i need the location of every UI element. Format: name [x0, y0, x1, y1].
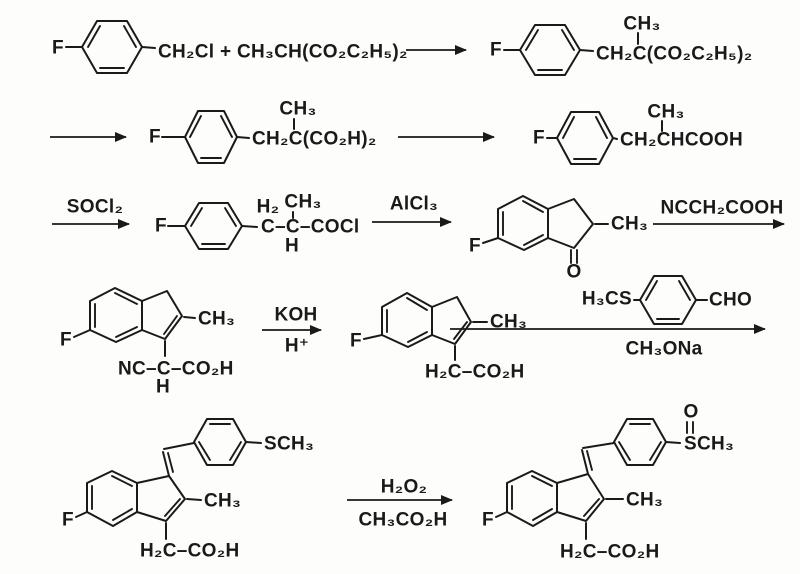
formula-acid-chloride-chain: C–C–COCl: [261, 217, 359, 238]
molecule-sulindac: F O SCH₃ CH₃ H₂C–CO₂H: [482, 402, 734, 563]
molecule-sulindac-sulfide: F SCH₃ CH₃ H₂C–CO₂H: [62, 418, 314, 562]
cyclopentene-ring: [136, 475, 186, 522]
thiomethyl-label: SCH₃: [684, 434, 734, 455]
fluorine-label: F: [149, 127, 161, 148]
benzene-ring: [81, 20, 143, 74]
bond-lines: [167, 202, 294, 250]
methyl-label: CH₃: [623, 14, 660, 35]
acetic-acid-chain: H₂C–CO₂H: [425, 362, 525, 383]
fluorine-label: F: [490, 40, 502, 61]
fluorine-label: F: [155, 216, 167, 237]
methyl-label: CH₃: [647, 102, 684, 123]
methyl-label: CH₃: [284, 192, 321, 213]
benzo-ring: [497, 195, 549, 251]
fluorine-label: F: [350, 331, 362, 352]
bond-lines: [161, 110, 295, 164]
acetic-acid-chain: H₂C–CO₂H: [140, 541, 240, 562]
bond-lines: [503, 24, 639, 76]
methyl-label: CH₃: [204, 491, 241, 512]
molecule-methylthio-benzaldehyde: H₃CS CHO: [582, 275, 752, 325]
benzene-ring: [184, 110, 238, 164]
benzene-ring: [184, 202, 243, 250]
cyclopentene-ring: [556, 473, 605, 522]
molecule-fluoro-methyl-indanone: F CH₃ O: [469, 195, 648, 283]
molecule-fluorobenzyl-chloride-plus-malonate: F CH₂Cl + CH₃CH(CO₂C₂H₅)₂: [52, 20, 408, 74]
acetic-acid-chain: H₂C–CO₂H: [560, 542, 660, 563]
sulfoxide-oxygen-label: O: [683, 402, 698, 423]
formula-diacid-chain: CH₂C(CO₂H)₂: [252, 129, 377, 150]
reagent-cyanoacetic-acid: NCCH₂COOH: [660, 198, 783, 219]
cyclopentanone-ring: [547, 198, 594, 249]
bond-lines: [75, 418, 262, 540]
exocyclic-double-bond: [162, 451, 170, 477]
methyl-label: CH₃: [279, 99, 316, 120]
hydrogen-label: H: [285, 236, 299, 257]
fluorine-label: F: [533, 128, 545, 149]
benzo-ring: [381, 292, 433, 348]
bond-lines: [482, 195, 609, 264]
fluorine-label: F: [482, 510, 494, 531]
reagent-acetic-acid: CH₃CO₂H: [359, 510, 448, 531]
reagent-sodium-methoxide: CH₃ONa: [625, 339, 702, 360]
benzylidene-ring: [613, 418, 667, 466]
h2-label: H₂: [257, 197, 280, 218]
benzo-ring: [89, 287, 143, 343]
benzene-ring: [519, 24, 581, 76]
bond-lines: [633, 275, 708, 325]
bond-lines: [73, 287, 196, 357]
exocyclic-double-bond: [581, 449, 589, 475]
methyl-label: CH₃: [611, 214, 648, 235]
methyl-label: CH₃: [626, 490, 663, 511]
cyclopentene-ring: [141, 290, 183, 340]
molecule-diethyl-fluorobenzyl-methylmalonate: F CH₃ CH₂C(CO₂C₂H₅)₂: [490, 14, 752, 76]
ketone-oxygen-label: O: [566, 262, 581, 283]
benzo-ring: [86, 470, 138, 527]
benzene-ring: [556, 111, 614, 165]
reagent-koh: KOH: [274, 305, 317, 326]
formula-diester-chain: CH₂C(CO₂C₂H₅)₂: [596, 44, 752, 65]
molecule-acid-chloride: F H₂ CH₃ C–C–COCl H: [155, 192, 359, 257]
formula-cyano-chain: NC–C–CO₂H: [118, 359, 234, 380]
formula-benzyl-chloride-plus-malonate: CH₂Cl + CH₃CH(CO₂C₂H₅)₂: [158, 42, 408, 63]
fluorine-label: F: [52, 38, 64, 59]
bond-lines: [546, 111, 663, 165]
reagent-socl2: SOCl₂: [67, 197, 123, 218]
fluorine-label: F: [62, 510, 74, 531]
bond-lines: [363, 292, 488, 361]
formula-acid-chain: CH₂CHCOOH: [620, 130, 743, 151]
molecule-fluorophenyl-methylpropanoic-acid: F CH₃ CH₂CHCOOH: [533, 102, 743, 165]
benzene-ring: [639, 275, 697, 325]
molecule-cyano-indene-acid: F CH₃ NC–C–CO₂H H: [60, 287, 235, 398]
benzylidene-ring: [193, 418, 247, 466]
methyl-label: CH₃: [490, 312, 527, 333]
formula-thioanisole: H₃CS: [582, 289, 632, 310]
methyl-label: CH₃: [198, 309, 235, 330]
bond-lines: [495, 418, 694, 540]
bond-lines: [65, 20, 156, 74]
fluorine-label: F: [469, 236, 481, 257]
fluorine-label: F: [60, 330, 72, 351]
reagent-alcl3: AlCl₃: [390, 194, 438, 215]
reagent-h-plus: H⁺: [285, 336, 309, 357]
cyclopentene-ring: [431, 296, 472, 345]
benzo-ring: [506, 470, 558, 527]
thiomethyl-label: SCH₃: [264, 434, 314, 455]
hydrogen-label: H: [156, 377, 170, 398]
reagent-h2o2: H₂O₂: [381, 477, 428, 498]
molecule-fluorobenzyl-methylmalonic-acid: F CH₃ CH₂C(CO₂H)₂: [149, 99, 377, 164]
aldehyde-label: CHO: [709, 290, 752, 311]
molecule-fluoro-methyl-indene-acetic-acid: F CH₃ H₂C–CO₂H: [350, 292, 527, 383]
